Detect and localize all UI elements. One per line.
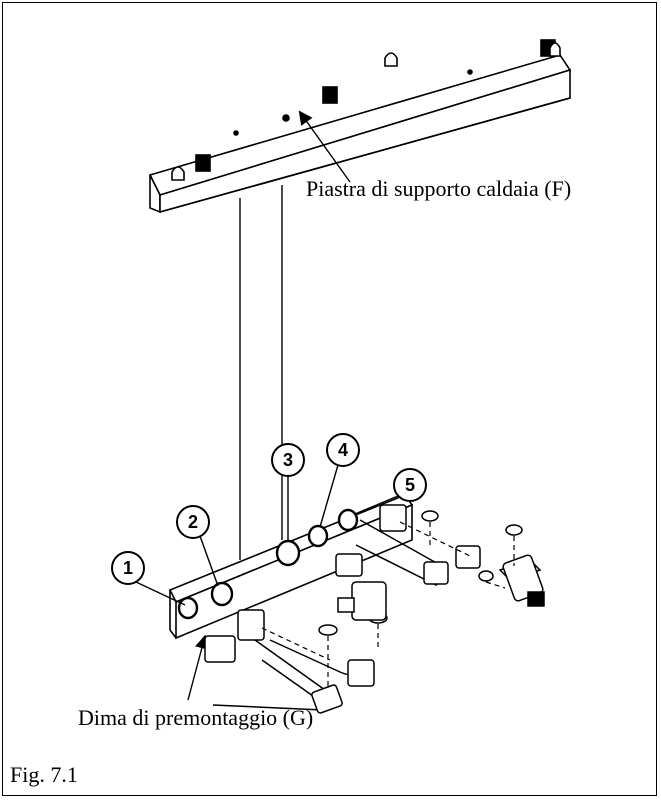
connection-5 — [337, 508, 359, 532]
connection-3 — [275, 539, 301, 567]
plate-leader-arrow — [298, 110, 351, 183]
plate-slot-left — [195, 154, 211, 172]
washer-5 — [505, 524, 523, 536]
valve-handle — [337, 597, 355, 613]
callout-1-label: 1 — [123, 558, 133, 578]
callout-2 — [176, 505, 210, 539]
connection-1 — [177, 596, 199, 620]
callout-3-label: 3 — [283, 450, 293, 470]
callout-5-label: 5 — [405, 475, 415, 495]
callout-4-label: 4 — [338, 440, 348, 460]
assembly-lines — [261, 521, 515, 688]
template-leader-arrow — [187, 634, 209, 701]
washer-3 — [421, 510, 439, 522]
connection-2 — [210, 581, 234, 607]
callout-5 — [393, 468, 427, 502]
nut-right-2 — [455, 545, 481, 569]
washer-4 — [478, 570, 494, 582]
callout-leaders — [135, 464, 399, 606]
nut-pipe-left — [311, 684, 343, 714]
nut-center — [335, 553, 363, 577]
valve-right-handle — [527, 591, 545, 607]
support-plate-label: Piastra di supporto caldaia (F) — [306, 176, 572, 201]
support-plate-f — [148, 39, 572, 214]
callout-1 — [111, 551, 145, 585]
plate-slot-center — [322, 86, 338, 104]
nut-left-2 — [237, 609, 265, 641]
nut-right-3 — [379, 504, 407, 532]
valve-center — [351, 581, 387, 621]
fittings-group — [204, 504, 545, 714]
nut-right-1 — [423, 561, 449, 585]
nut-left — [204, 635, 236, 663]
figure-caption: Fig. 7.1 — [10, 762, 78, 787]
connection-4 — [307, 524, 329, 548]
washer-1 — [318, 624, 338, 636]
callout-2-label: 2 — [188, 512, 198, 532]
nut-middle — [347, 659, 375, 687]
template-label: Dima di premontaggio (G) — [78, 705, 314, 730]
callout-4 — [326, 433, 360, 467]
